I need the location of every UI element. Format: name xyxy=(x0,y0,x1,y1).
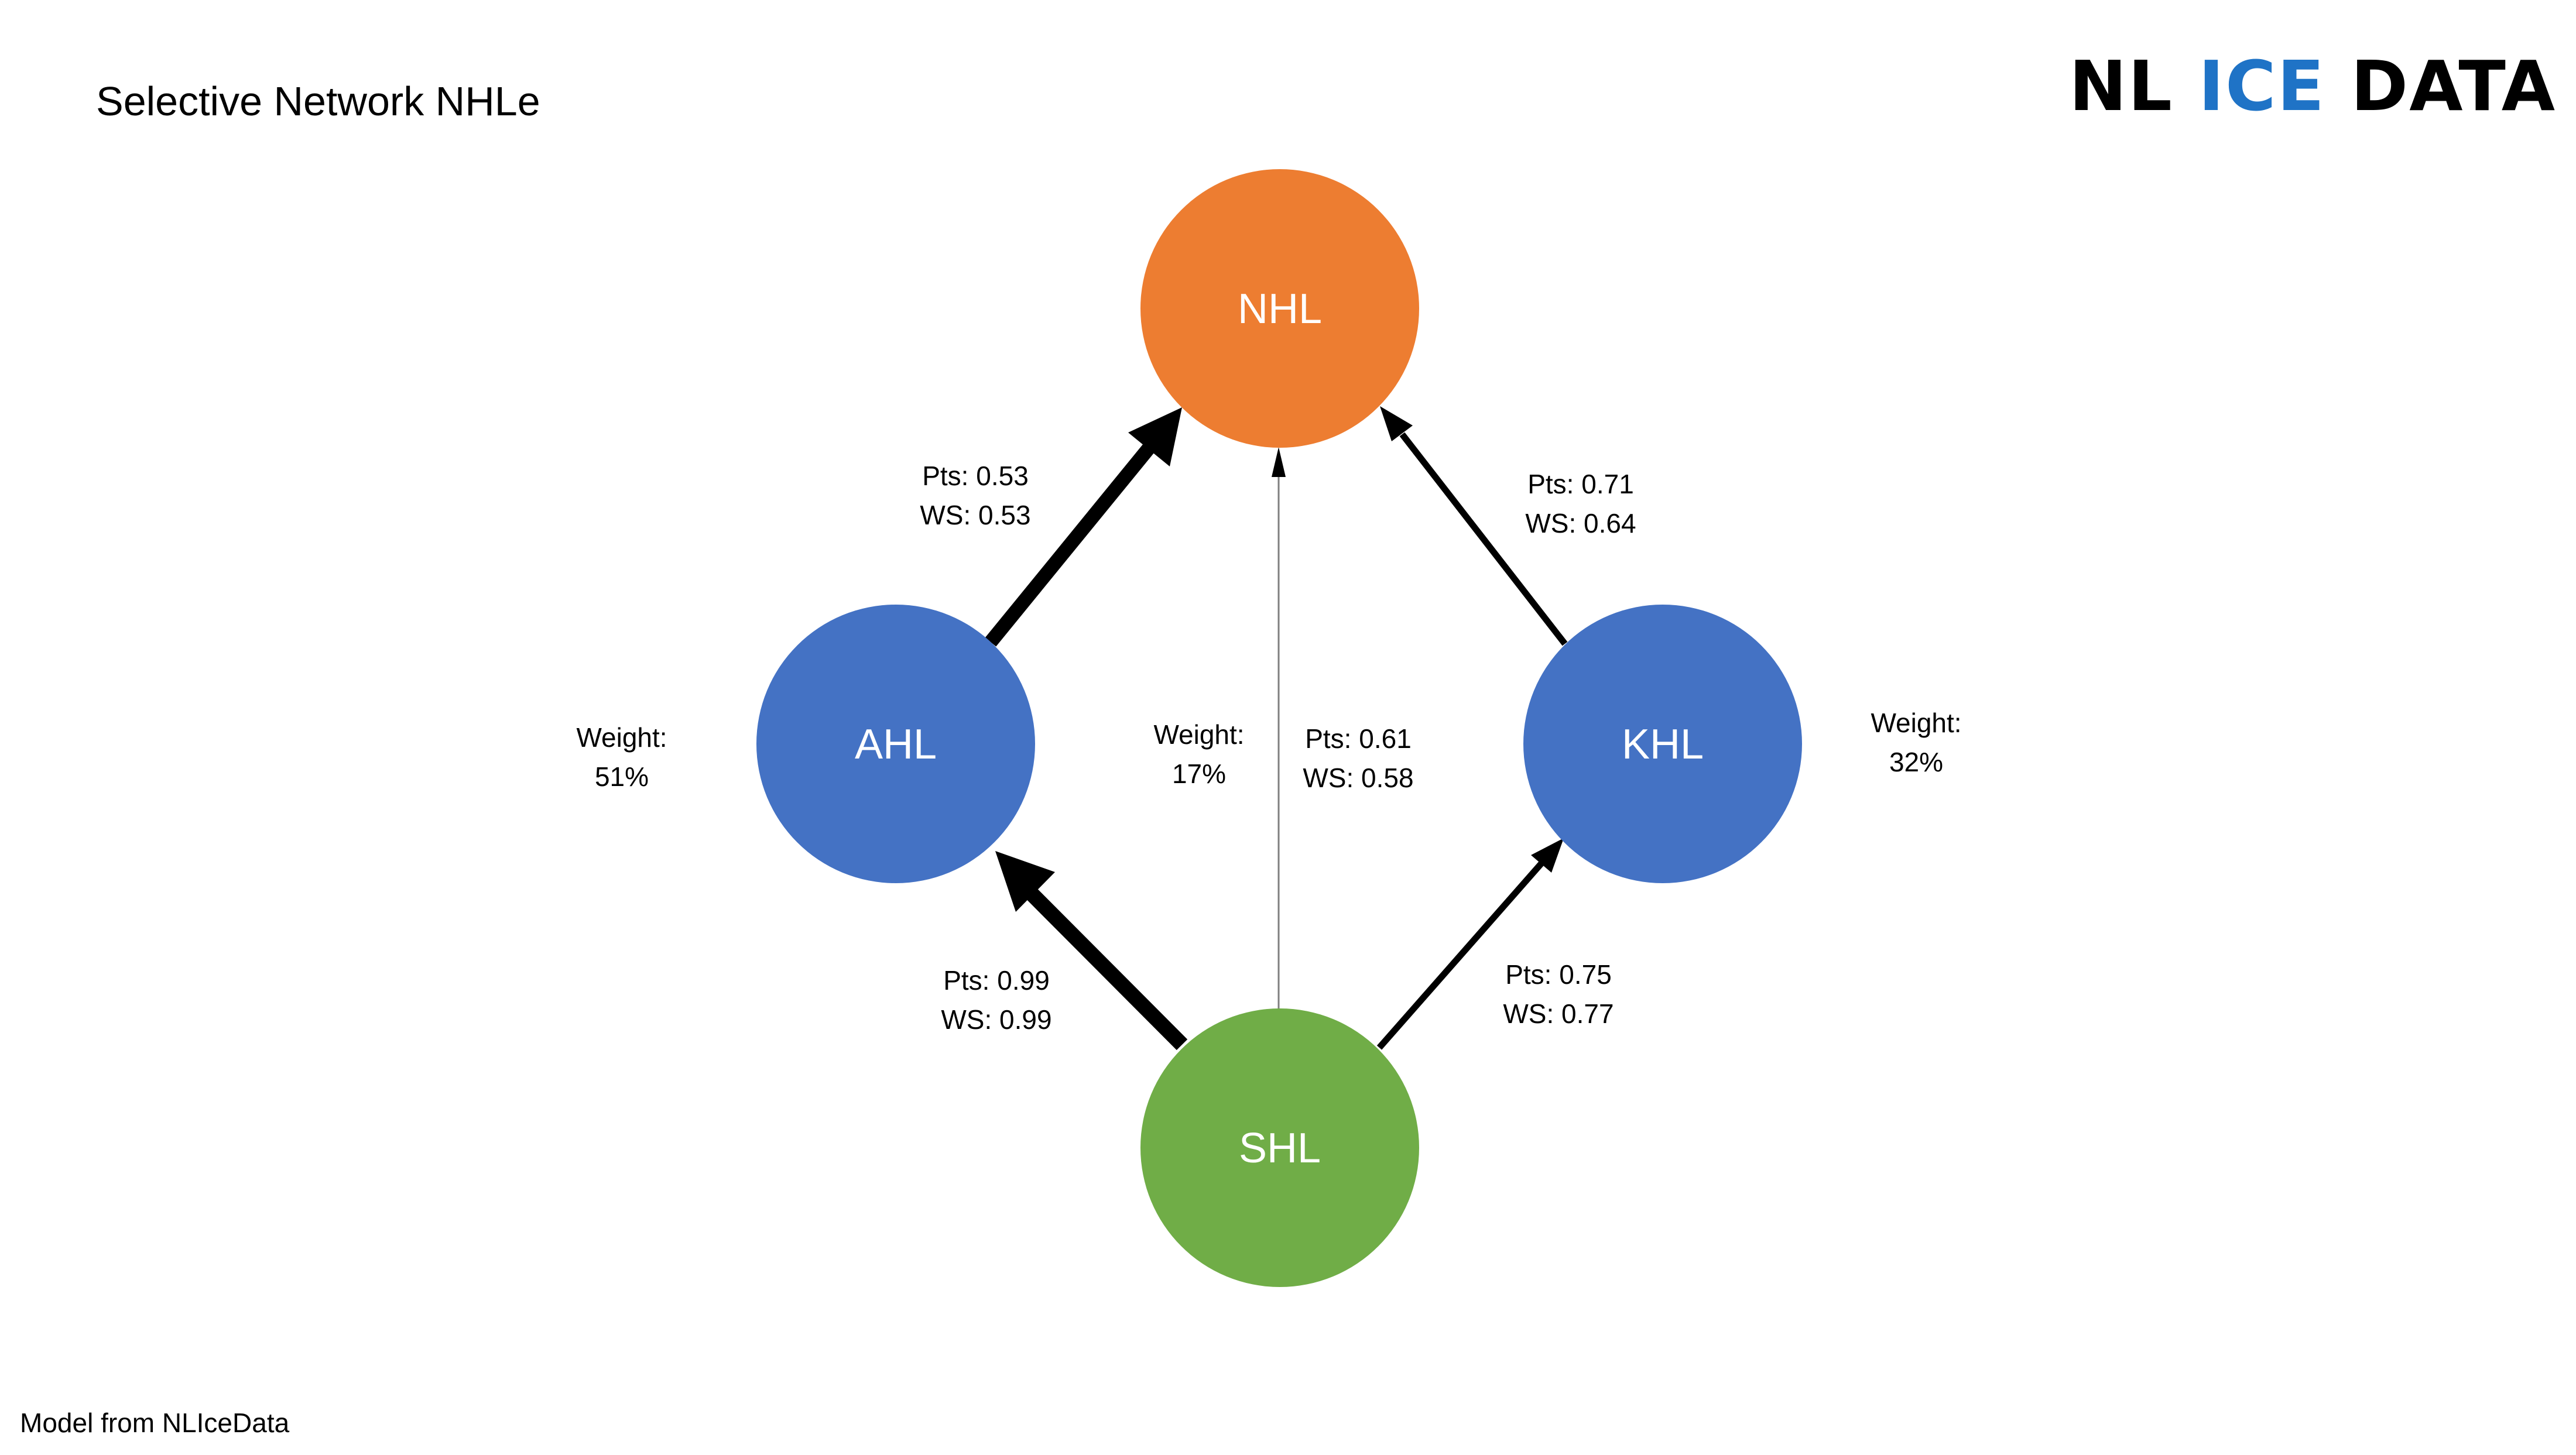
arrowhead-khl-nhl xyxy=(1380,406,1413,441)
edge-label-shl-khl-pts: Pts: 0.75 xyxy=(1505,959,1612,990)
node-ahl-label: AHL xyxy=(855,721,937,768)
node-shl-circle xyxy=(1140,1008,1419,1287)
node-khl-circle xyxy=(1523,605,1802,883)
edge-label-ahl-nhl-ws: WS: 0.53 xyxy=(920,500,1030,530)
node-shl: SHL xyxy=(1140,1008,1419,1287)
edge-label-shl-nhl: Pts: 0.61 WS: 0.58 xyxy=(1303,723,1413,793)
edge-label-shl-ahl-ws: WS: 0.99 xyxy=(941,1004,1051,1035)
edge-label-khl-nhl-pts: Pts: 0.71 xyxy=(1527,469,1634,499)
edge-label-khl-nhl: Pts: 0.71 WS: 0.64 xyxy=(1525,469,1636,538)
weight-label-direct: Weight: 17% xyxy=(1153,719,1244,789)
node-nhl-circle xyxy=(1140,169,1419,448)
arrowhead-shl-khl xyxy=(1531,838,1564,873)
edge-label-khl-nhl-ws: WS: 0.64 xyxy=(1525,508,1636,538)
node-khl-label: KHL xyxy=(1622,721,1704,768)
edge-label-shl-nhl-pts: Pts: 0.61 xyxy=(1305,723,1412,754)
node-ahl-circle xyxy=(756,605,1035,883)
node-nhl-label: NHL xyxy=(1238,286,1322,332)
edge-shl-khl xyxy=(1376,861,1544,1050)
node-nhl: NHL xyxy=(1140,169,1419,448)
edge-label-shl-nhl-ws: WS: 0.58 xyxy=(1303,763,1413,793)
node-ahl: AHL xyxy=(756,605,1035,883)
edge-label-shl-khl-ws: WS: 0.77 xyxy=(1503,998,1614,1029)
brand-logo: NL ICE DATA xyxy=(2069,52,2556,121)
weight-label-khl-value: 32% xyxy=(1889,747,1943,777)
edge-label-shl-ahl: Pts: 0.99 WS: 0.99 xyxy=(941,965,1051,1035)
weight-label-ahl-value: 51% xyxy=(595,761,649,792)
arrowhead-shl-nhl xyxy=(1272,447,1286,477)
weight-label-khl-heading: Weight: xyxy=(1871,708,1961,738)
footer-credit: Model from NLIceData xyxy=(20,1408,290,1438)
logo-part-ice: ICE xyxy=(2198,46,2326,126)
edge-label-shl-khl: Pts: 0.75 WS: 0.77 xyxy=(1503,959,1614,1029)
weight-label-direct-value: 17% xyxy=(1172,759,1226,789)
node-shl-label: SHL xyxy=(1239,1125,1321,1172)
edge-label-shl-ahl-pts: Pts: 0.99 xyxy=(943,965,1050,996)
edge-label-ahl-nhl-pts: Pts: 0.53 xyxy=(922,461,1029,491)
weight-label-ahl-heading: Weight: xyxy=(576,722,667,753)
logo-part-nl: NL xyxy=(2069,46,2173,126)
page-title: Selective Network NHLe xyxy=(96,78,540,124)
arrowhead-shl-ahl xyxy=(995,851,1055,912)
edge-shl-ahl xyxy=(1026,888,1188,1051)
arrowhead-ahl-nhl xyxy=(1128,407,1182,466)
logo-part-data: DATA xyxy=(2351,46,2557,126)
weight-label-direct-heading: Weight: xyxy=(1153,719,1244,750)
edge-khl-nhl xyxy=(1399,432,1568,646)
weight-label-khl: Weight: 32% xyxy=(1871,708,1961,777)
node-khl: KHL xyxy=(1523,605,1802,883)
edge-ahl-nhl xyxy=(985,444,1155,647)
edge-label-ahl-nhl: Pts: 0.53 WS: 0.53 xyxy=(920,461,1030,530)
edges-layer xyxy=(985,406,1568,1051)
weight-label-ahl: Weight: 51% xyxy=(576,722,667,792)
